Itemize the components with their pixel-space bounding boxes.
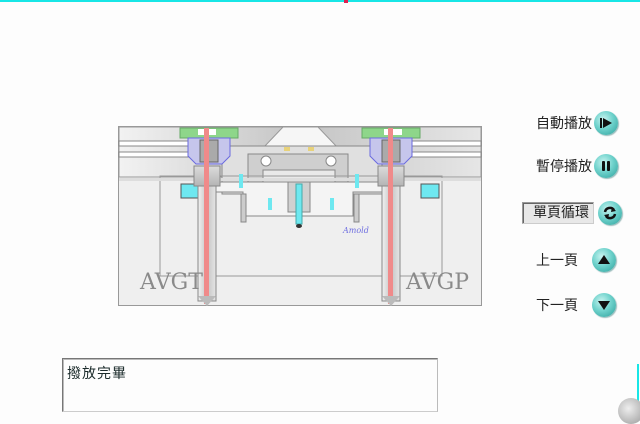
pause-label: 暫停播放 [536,159,592,175]
next-page-label: 下一頁 [536,298,578,314]
status-text: 撥放完畢 [67,366,127,382]
hot-runner-diagram: AVGT AVGP Amold [118,126,482,306]
loop-icon[interactable] [598,201,622,225]
loop-page-button[interactable]: 單頁循環 [522,201,622,225]
prev-page-label: 上一頁 [536,253,578,269]
autoplay-button[interactable]: 自動播放 [536,111,618,135]
arrow-up-icon[interactable] [592,248,616,272]
mold-cross-section-illustration [118,126,482,306]
autoplay-label: 自動播放 [536,116,592,132]
avgp-label: AVGP [406,270,470,295]
top-border [0,0,640,2]
next-page-button[interactable]: 下一頁 [536,293,616,317]
pause-button[interactable]: 暫停播放 [536,154,618,178]
corner-decoration-icon [618,398,640,424]
avgt-label: AVGT [140,270,203,295]
status-textbox[interactable]: 撥放完畢 [62,358,438,412]
loop-page-label: 單頁循環 [522,202,594,224]
brand-mark: Amold [343,226,369,235]
pause-icon[interactable] [594,154,618,178]
prev-page-button[interactable]: 上一頁 [536,248,616,272]
top-marker [344,0,348,3]
arrow-down-icon[interactable] [592,293,616,317]
right-edge-line [637,364,639,404]
play-icon[interactable] [594,111,618,135]
